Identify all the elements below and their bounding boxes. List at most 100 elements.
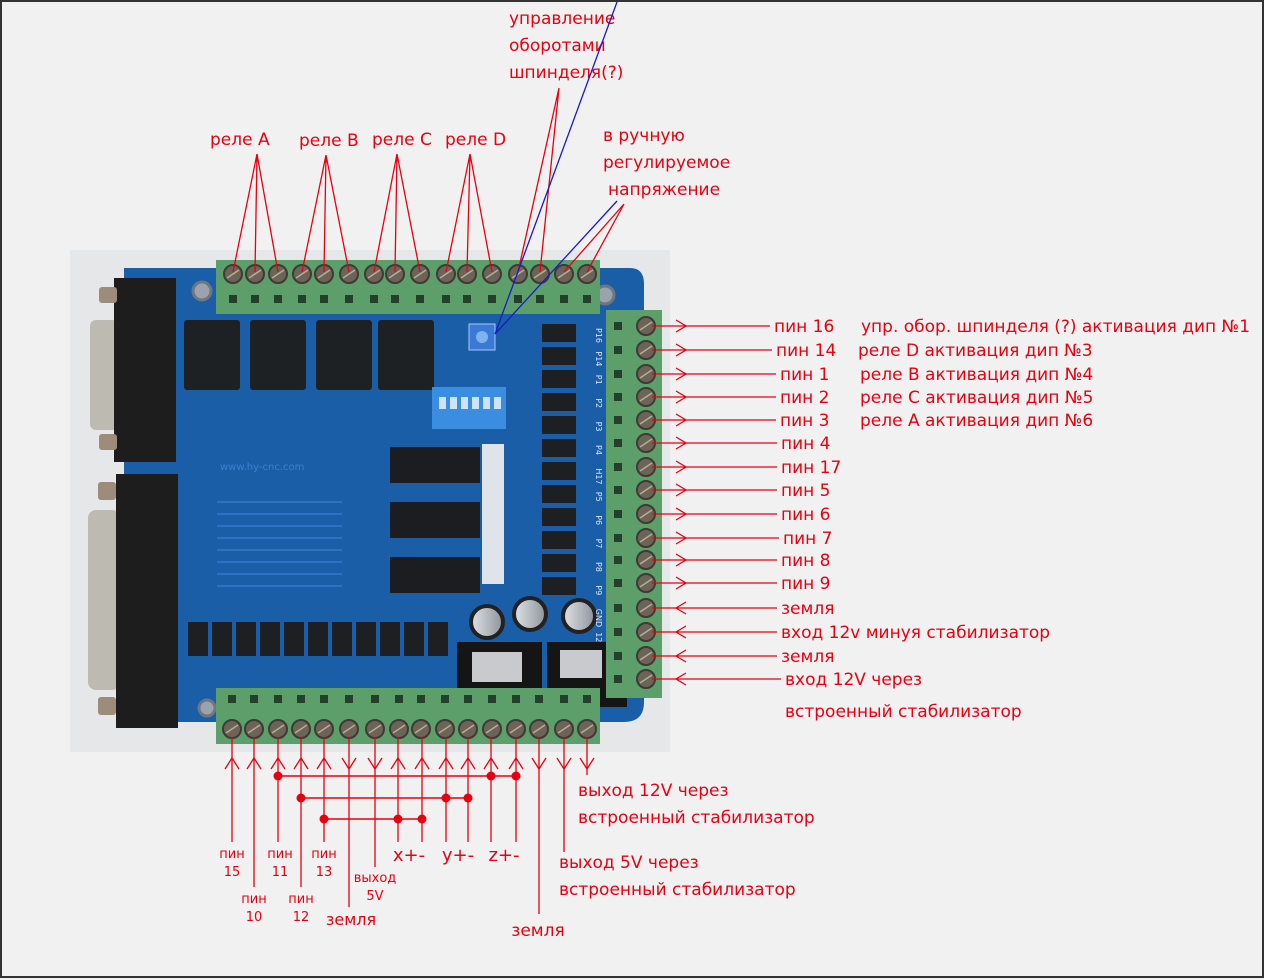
wire-entry bbox=[512, 695, 520, 703]
label-pin11-a: пин bbox=[267, 847, 292, 862]
screw-slot bbox=[368, 724, 382, 734]
arrow-up-icon bbox=[246, 756, 262, 770]
arrow-up-icon bbox=[224, 756, 240, 770]
screw-slot bbox=[639, 578, 653, 588]
label-pin12-a: пин bbox=[288, 892, 313, 907]
optocoupler bbox=[332, 622, 352, 656]
wire-entry bbox=[614, 486, 622, 494]
relays bbox=[184, 320, 434, 390]
arrow-up-icon bbox=[390, 756, 406, 770]
label-pin15-b: 15 bbox=[224, 865, 241, 880]
screw-slot bbox=[639, 321, 653, 331]
silkscreen-label: P5 bbox=[594, 492, 603, 502]
wire-entry bbox=[614, 322, 622, 330]
right-pin-label: земля bbox=[781, 599, 834, 619]
silkscreen-label: P3 bbox=[594, 422, 603, 432]
right-pin-description: реле B активация дип №4 bbox=[860, 365, 1093, 385]
optocoupler bbox=[308, 622, 328, 656]
label-pin13-b: 13 bbox=[316, 865, 333, 880]
arrow-out-icon bbox=[675, 390, 688, 404]
bottom-leader-lines bbox=[224, 737, 595, 914]
manual-line-3: напряжение bbox=[608, 180, 720, 200]
wire-entry bbox=[614, 416, 622, 424]
junction-dot bbox=[296, 793, 306, 803]
arrow-out-icon bbox=[675, 319, 688, 333]
label-relay-d: реле D bbox=[445, 130, 506, 150]
arrow-up-icon bbox=[483, 756, 499, 770]
wire-entry bbox=[320, 695, 328, 703]
silkscreen-label: GND bbox=[594, 609, 603, 627]
screw-slot bbox=[639, 509, 653, 519]
optocoupler bbox=[542, 347, 576, 365]
junction-dot bbox=[417, 814, 427, 824]
silkscreen-label: P1 bbox=[594, 375, 603, 385]
silkscreen-label: P8 bbox=[594, 562, 603, 572]
label-relay-b: реле B bbox=[299, 131, 359, 151]
screw-slot bbox=[460, 269, 474, 279]
silkscreen-label: H17 bbox=[594, 468, 603, 484]
junction-dot bbox=[511, 771, 521, 781]
screw-slot bbox=[580, 269, 594, 279]
screw-slot bbox=[509, 724, 523, 734]
arrow-up-icon bbox=[316, 756, 332, 770]
wire-entry bbox=[614, 393, 622, 401]
wire-entry bbox=[614, 675, 622, 683]
screw-slot bbox=[461, 724, 475, 734]
dip-levers bbox=[439, 397, 501, 409]
right-pin-label: пин 1 bbox=[780, 365, 830, 385]
wire-entry bbox=[583, 695, 591, 703]
label-x-axis: x+- bbox=[393, 845, 425, 866]
pcb-traces bbox=[217, 501, 342, 587]
screw-slot bbox=[414, 724, 428, 734]
board-website: www.hy-cnc.com bbox=[220, 462, 304, 473]
silkscreen-label: 12 bbox=[594, 632, 603, 642]
wire-entry bbox=[395, 695, 403, 703]
wire-entry bbox=[614, 579, 622, 587]
label-relay-c: реле C bbox=[372, 130, 432, 150]
optocoupler bbox=[542, 462, 576, 480]
arrow-down-icon bbox=[579, 757, 595, 771]
terminal-top bbox=[216, 260, 600, 314]
screw-slot bbox=[485, 724, 499, 734]
screw-slot bbox=[533, 269, 547, 279]
wire-entry bbox=[297, 695, 305, 703]
right-pin-label: пин 17 bbox=[781, 458, 841, 478]
optocoupler bbox=[428, 622, 448, 656]
wire-entry bbox=[535, 695, 543, 703]
label-ground-2: земля bbox=[511, 921, 564, 941]
label-y-axis: y+- bbox=[442, 845, 474, 866]
junction-dot bbox=[393, 814, 403, 824]
right-pin-description: реле D активация дип №3 bbox=[858, 341, 1093, 361]
label-pin11-b: 11 bbox=[272, 865, 289, 880]
arrow-out-icon bbox=[675, 367, 688, 381]
optocoupler bbox=[542, 393, 576, 411]
screw-slot bbox=[317, 724, 331, 734]
arrow-up-icon bbox=[438, 756, 454, 770]
label-pin13-a: пин bbox=[311, 847, 336, 862]
junction-dot bbox=[273, 771, 283, 781]
right-pin-label: пин 5 bbox=[781, 481, 831, 501]
db25-connector bbox=[88, 474, 178, 728]
optocoupler bbox=[542, 324, 576, 342]
label-out5v-reg-a: выход 5V через bbox=[559, 853, 699, 873]
arrow-in-icon bbox=[674, 601, 687, 615]
db15-connector bbox=[90, 278, 176, 462]
screw-slot bbox=[247, 724, 261, 734]
silkscreen-label: P2 bbox=[594, 398, 603, 408]
screw-slot bbox=[639, 555, 653, 565]
wire-entry bbox=[416, 295, 424, 303]
potentiometer-knob bbox=[476, 331, 488, 343]
spindle-line-3: шпинделя(?) bbox=[509, 63, 623, 83]
wire-entry bbox=[228, 695, 236, 703]
arrow-out-icon bbox=[675, 343, 688, 357]
screw-slot bbox=[342, 724, 356, 734]
wire-entry bbox=[583, 295, 591, 303]
screw-slot bbox=[639, 369, 653, 379]
wire-entry bbox=[391, 295, 399, 303]
manual-voltage-leaders bbox=[563, 203, 625, 273]
right-pin-description: встроенный стабилизатор bbox=[785, 702, 1022, 722]
right-pin-label: пин 7 bbox=[783, 529, 833, 549]
label-pin15-a: пин bbox=[219, 847, 244, 862]
arrow-out-icon bbox=[675, 460, 688, 474]
wire-entry bbox=[442, 295, 450, 303]
